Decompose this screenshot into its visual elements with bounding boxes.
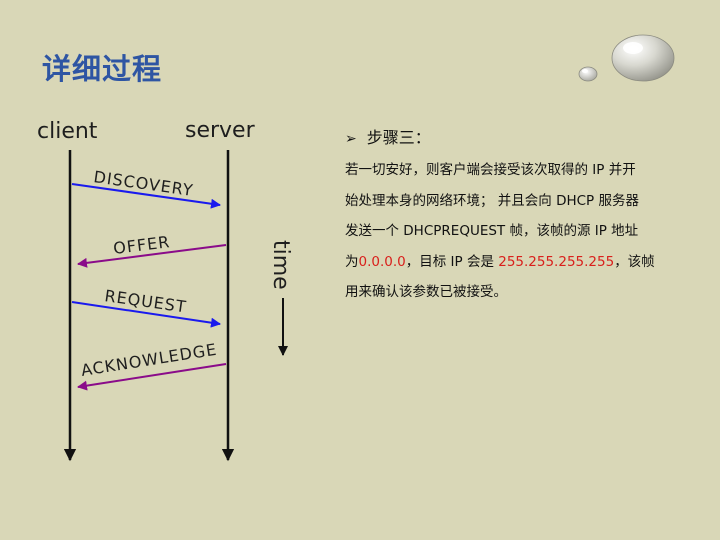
- step-line-1: 若一切安好，则客户端会接受该次取得的 IP 并开: [345, 162, 636, 178]
- step-line-4-mid: ，目标 IP 会是: [405, 253, 499, 270]
- server-label: server: [185, 118, 256, 143]
- acknowledge-arrow: [77, 363, 227, 391]
- step-heading-text: 步骤三：: [366, 128, 431, 147]
- arrow-bullet-icon: ➢: [345, 131, 357, 147]
- step-line-4-suffix: ，该帧: [614, 253, 655, 270]
- step-line-2: 始处理本身的网络环境； 并且会向 DHCP 服务器: [345, 192, 639, 209]
- time-label: time: [268, 240, 293, 290]
- acknowledge-label: ACKNOWLEDGE: [80, 340, 219, 380]
- destination-ip-value: 255.255.255.255: [498, 253, 615, 270]
- request-arrow: [71, 301, 221, 328]
- offer-arrow: [77, 244, 227, 268]
- water-droplet-decoration: [578, 34, 675, 82]
- step-line-5: 用来确认该参数已被接受。: [345, 284, 507, 300]
- client-label: client: [37, 119, 98, 144]
- request-label: REQUEST: [103, 286, 187, 316]
- step-line-3: 发送一个 DHCPREQUEST 帧，该帧的源 IP 地址: [345, 223, 639, 239]
- step-line-4: 为0.0.0.0，目标 IP 会是 255.255.255.255，该帧: [345, 247, 705, 278]
- discovery-arrow: [71, 183, 221, 209]
- page-title: 详细过程: [42, 52, 163, 86]
- step-description: 若一切安好，则客户端会接受该次取得的 IP 并开 始处理本身的网络环境； 并且会…: [345, 155, 705, 308]
- dhcp-sequence-diagram: client server DISCOVERY OFFER REQUEST AC…: [37, 118, 293, 462]
- step-heading: ➢ 步骤三：: [345, 124, 431, 148]
- source-ip-value: 0.0.0.0: [358, 253, 406, 270]
- step-line-4-prefix: 为: [345, 253, 359, 270]
